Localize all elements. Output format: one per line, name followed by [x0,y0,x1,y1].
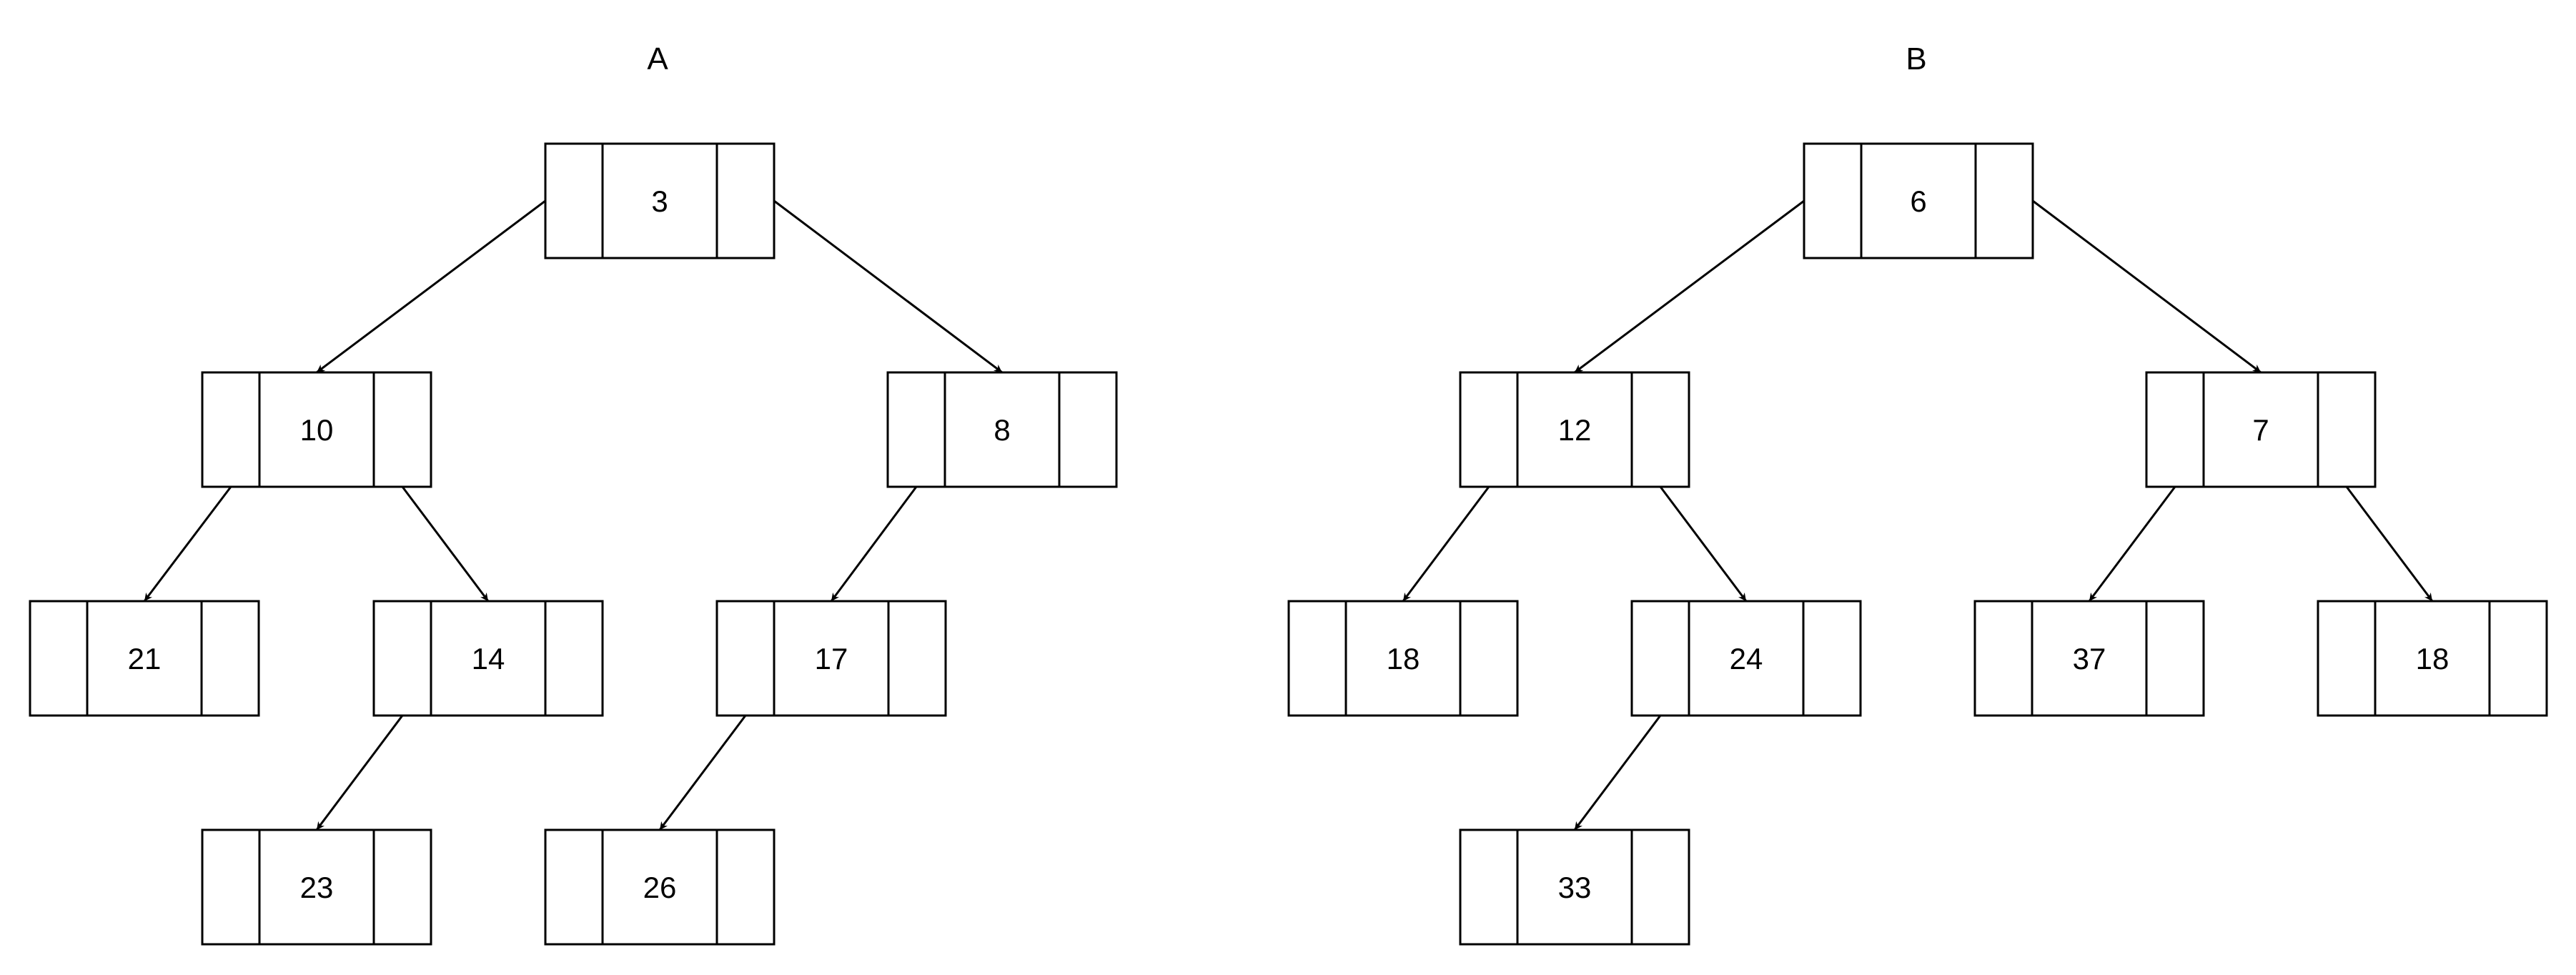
node-value: 17 [815,642,848,675]
tree-node-a-rll: 26 [544,828,776,946]
node-value: 26 [643,871,677,904]
tree-node-b-lr: 24 [1630,600,1862,717]
node-box [715,600,947,717]
node-box [2145,371,2377,488]
node-box [1803,142,2034,259]
edge-a-l-to-a-lr [401,486,490,602]
tree-node-a-lr: 14 [372,600,604,717]
node-box [2317,600,2548,717]
node-box [1630,600,1862,717]
node-box [201,828,432,946]
node-box [544,828,776,946]
node-box [29,600,260,717]
tree-a-title: A [647,41,668,76]
edge-b-r-to-b-rl [2088,486,2176,602]
edge-b-r-to-b-rr [2345,486,2434,602]
tree-b-title: B [1906,41,1926,76]
node-value: 23 [300,871,334,904]
node-box [1973,600,2205,717]
node-value: 33 [1558,871,1592,904]
node-value: 7 [2252,413,2269,447]
edges-layer [143,199,2434,831]
tree-node-a-ll: 21 [29,600,260,717]
node-box [1459,828,1690,946]
tree-node-a-l: 10 [201,371,432,488]
node-box [1287,600,1519,717]
node-value: 21 [128,642,162,675]
tree-node-b-root: 6 [1803,142,2034,259]
tree-node-b-ll: 18 [1287,600,1519,717]
node-value: 37 [2073,642,2106,675]
edge-a-lr-to-a-lrl [315,715,404,831]
edge-b-lr-to-b-lrl [1573,715,1662,831]
node-value: 18 [2416,642,2449,675]
node-box [544,142,776,259]
edge-a-l-to-a-ll [143,486,232,602]
edge-a-rl-to-a-rll [658,715,747,831]
tree-node-b-rl: 37 [1973,600,2205,717]
edge-b-l-to-b-ll [1402,486,1490,602]
node-box [886,371,1118,488]
tree-node-a-root: 3 [544,142,776,259]
node-value: 8 [994,413,1010,447]
node-value: 6 [1910,184,1926,218]
edge-b-root-to-b-r [2032,199,2262,374]
node-value: 18 [1387,642,1420,675]
tree-node-a-r: 8 [886,371,1118,488]
node-box [1459,371,1690,488]
nodes-layer: 3 10 8 21 14 17 23 26 6 12 7 18 24 37 18 33 [29,142,2548,946]
node-value: 12 [1558,413,1592,447]
node-value: 24 [1730,642,1763,675]
tree-node-b-lrl: 33 [1459,828,1690,946]
node-box [372,600,604,717]
edge-a-r-to-a-rl [830,486,918,602]
edge-a-root-to-a-r [773,199,1003,374]
node-box [201,371,432,488]
tree-node-a-rl: 17 [715,600,947,717]
node-value: 3 [651,184,668,218]
node-value: 14 [472,642,505,675]
node-value: 10 [300,413,334,447]
edge-b-root-to-b-l [1574,199,1805,374]
edge-a-root-to-a-l [316,199,546,374]
tree-node-a-lrl: 23 [201,828,432,946]
edge-b-l-to-b-lr [1659,486,1748,602]
tree-node-b-r: 7 [2145,371,2377,488]
tree-node-b-rr: 18 [2317,600,2548,717]
tree-node-b-l: 12 [1459,371,1690,488]
